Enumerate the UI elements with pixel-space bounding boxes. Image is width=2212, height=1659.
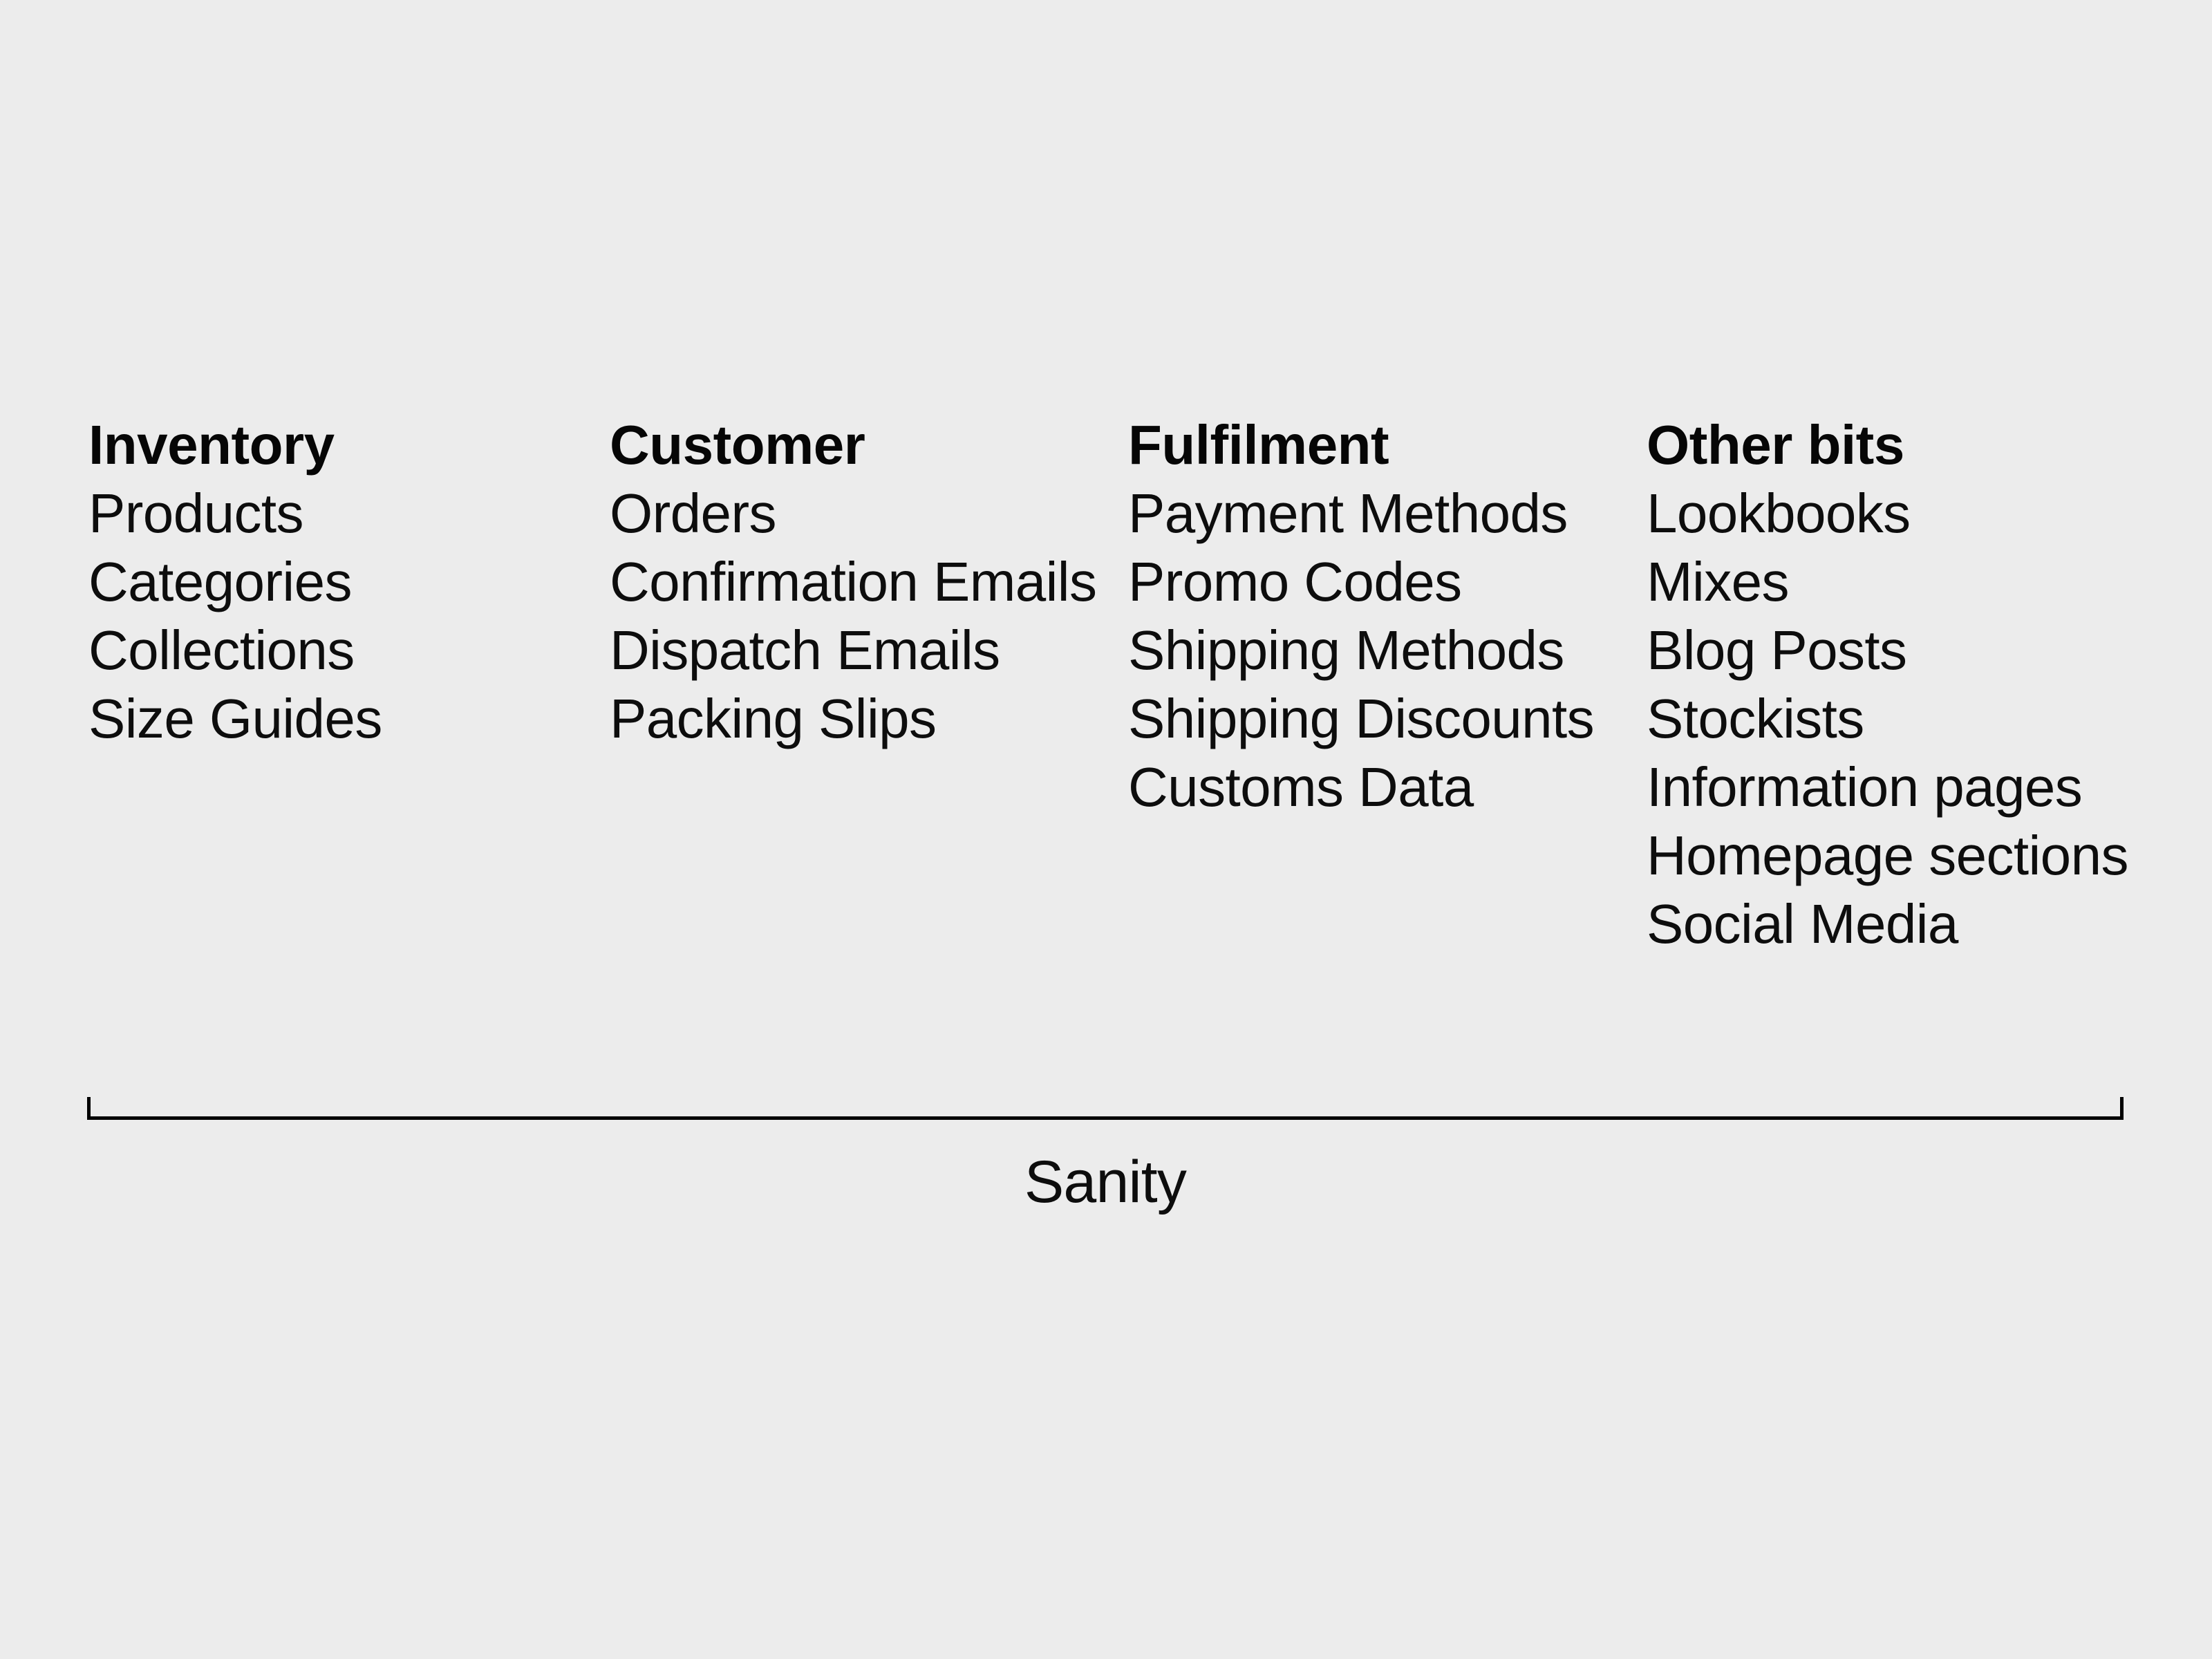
list-item: Blog Posts [1647, 619, 1907, 681]
group-heading-inventory: Inventory [88, 414, 335, 476]
group-heading-fulfilment: Fulfilment [1128, 414, 1389, 476]
list-item: Mixes [1647, 551, 1790, 612]
list-item: Collections [88, 619, 355, 681]
list-item: Information pages [1647, 756, 2083, 818]
group-heading-other-bits: Other bits [1647, 414, 1904, 476]
list-item: Social Media [1647, 893, 1958, 955]
group-list-customer: Orders Confirmation Emails Dispatch Emai… [610, 479, 1135, 753]
list-item: Products [88, 482, 304, 544]
list-item: Payment Methods [1128, 482, 1568, 544]
list-item: Orders [610, 482, 777, 544]
bracket-rule [87, 1116, 2124, 1120]
list-item: Size Guides [88, 688, 382, 749]
group-list-other-bits: Lookbooks Mixes Blog Posts Stockists Inf… [1647, 479, 2172, 958]
bracket-tick-right [2120, 1097, 2124, 1120]
list-item: Packing Slips [610, 688, 937, 749]
list-item: Shipping Discounts [1128, 688, 1595, 749]
group-heading-customer: Customer [610, 414, 865, 476]
bracket-label-sanity: Sanity [1024, 1149, 1187, 1215]
group-column-other-bits: Other bits Lookbooks Mixes Blog Posts St… [1647, 411, 2172, 958]
bracket-tick-left [87, 1097, 91, 1120]
list-item: Stockists [1647, 688, 1864, 749]
group-column-customer: Customer Orders Confirmation Emails Disp… [610, 411, 1135, 753]
list-item: Categories [88, 551, 352, 612]
group-column-fulfilment: Fulfilment Payment Methods Promo Codes S… [1128, 411, 1653, 821]
list-item: Dispatch Emails [610, 619, 1000, 681]
list-item: Promo Codes [1128, 551, 1462, 612]
group-list-fulfilment: Payment Methods Promo Codes Shipping Met… [1128, 479, 1653, 821]
span-bracket [87, 1096, 2124, 1120]
list-item: Homepage sections [1647, 825, 2128, 886]
list-item: Customs Data [1128, 756, 1474, 818]
list-item: Confirmation Emails [610, 551, 1097, 612]
group-list-inventory: Products Categories Collections Size Gui… [88, 479, 614, 753]
list-item: Lookbooks [1647, 482, 1911, 544]
list-item: Shipping Methods [1128, 619, 1564, 681]
group-column-inventory: Inventory Products Categories Collection… [88, 411, 614, 753]
